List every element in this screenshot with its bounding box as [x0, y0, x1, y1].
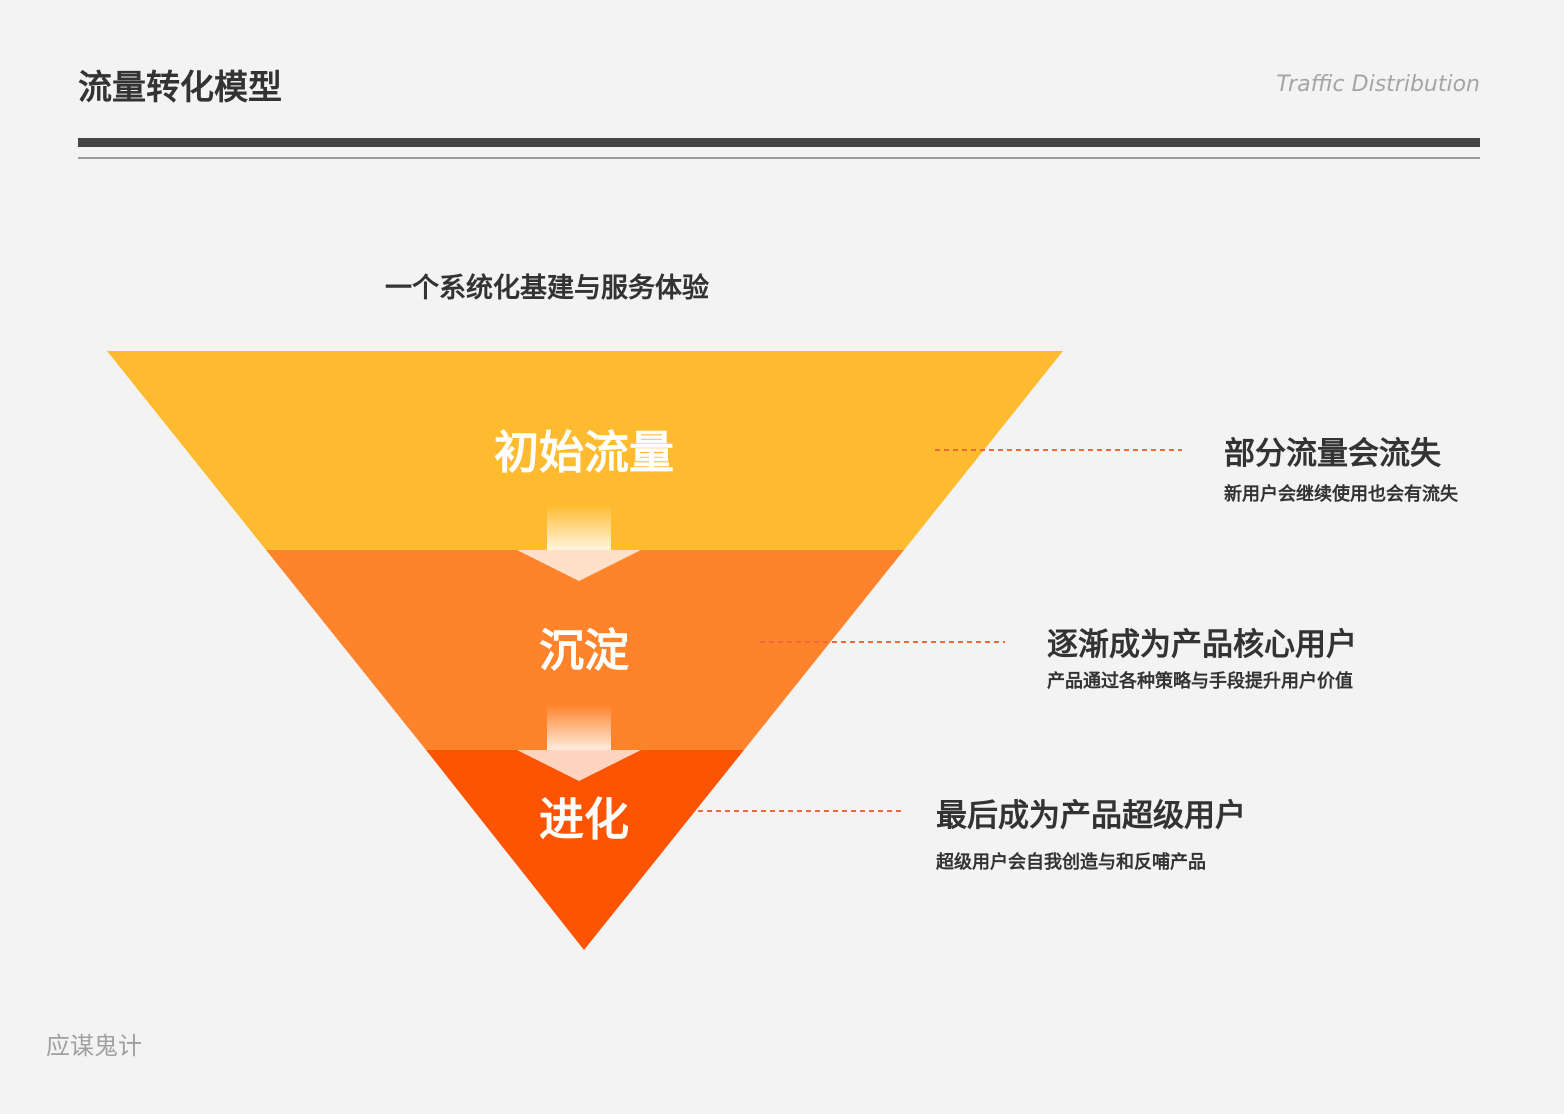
stage-2-note-title: 逐渐成为产品核心用户 — [1047, 627, 1357, 663]
stage-3-note-title: 最后成为产品超级用户 — [936, 798, 1246, 834]
funnel-stage-2-band — [266, 550, 904, 750]
stage-label-evolution: 进化 — [538, 793, 629, 846]
page-title-english: Traffic Distribution — [1276, 72, 1480, 97]
stage-label-retention: 沉淀 — [538, 624, 629, 677]
flow-arrow-2 — [517, 705, 641, 781]
funnel-stage-3-band — [426, 750, 744, 950]
stage-label-initial-traffic: 初始流量 — [493, 426, 674, 479]
stage-3-note-desc: 超级用户会自我创造与和反哺产品 — [936, 852, 1206, 873]
funnel-stage-1-band — [107, 351, 1063, 550]
diagram-subtitle: 一个系统化基建与服务体验 — [385, 273, 709, 304]
stage-1-note-title: 部分流量会流失 — [1224, 436, 1441, 472]
brand-signature: 应谋鬼计 — [46, 1032, 142, 1060]
page-title: 流量转化模型 — [78, 68, 282, 108]
flow-arrow-1 — [517, 505, 641, 581]
stage-2-note-desc: 产品通过各种策略与手段提升用户价值 — [1047, 671, 1353, 692]
stage-1-note-desc: 新用户会继续使用也会有流失 — [1224, 484, 1458, 505]
header-divider-thick — [78, 138, 1480, 147]
header-divider-thin — [78, 157, 1480, 159]
